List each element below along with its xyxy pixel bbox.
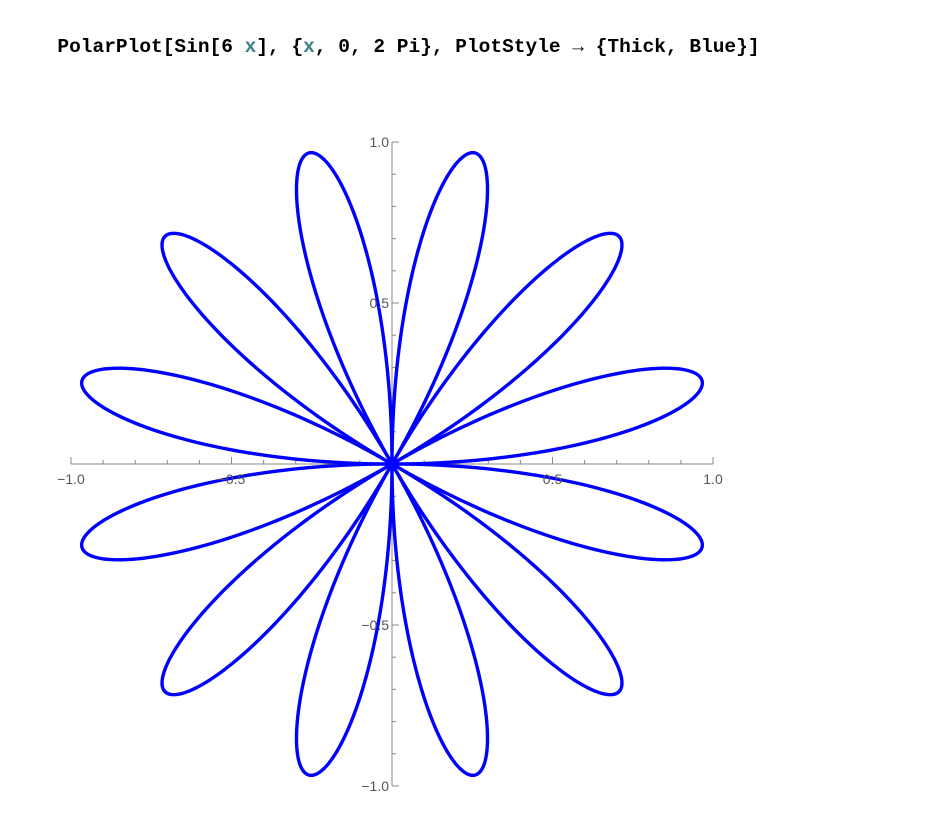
y-tick-label: −1.0 xyxy=(361,778,389,794)
tick-labels: −1.0 −0.5 0.5 1.0 1.0 0.5 −0.5 −1.0 xyxy=(57,134,723,794)
code-segment: ], { xyxy=(256,36,304,58)
y-tick-label: −0.5 xyxy=(361,617,389,633)
y-tick-label: 0.5 xyxy=(370,295,390,311)
code-variable: x xyxy=(303,36,315,58)
y-tick-label: 1.0 xyxy=(370,134,390,150)
x-tick-label: 0.5 xyxy=(543,471,563,487)
x-tick-label: 1.0 xyxy=(703,471,723,487)
code-segment: PolarPlot[Sin[6 xyxy=(57,36,245,58)
series-curve xyxy=(79,150,705,778)
code-variable: x xyxy=(244,36,257,58)
x-tick-label: −1.0 xyxy=(57,471,85,487)
x-tick-label: −0.5 xyxy=(218,471,246,487)
plot-curve-layer xyxy=(79,150,705,778)
code-segment: , 0, 2 Pi}, PlotStyle → {Thick, Blue}] xyxy=(314,36,760,58)
input-cell[interactable]: PolarPlot[Sin[6 x], {x, 0, 2 Pi}, PlotSt… xyxy=(34,14,760,58)
